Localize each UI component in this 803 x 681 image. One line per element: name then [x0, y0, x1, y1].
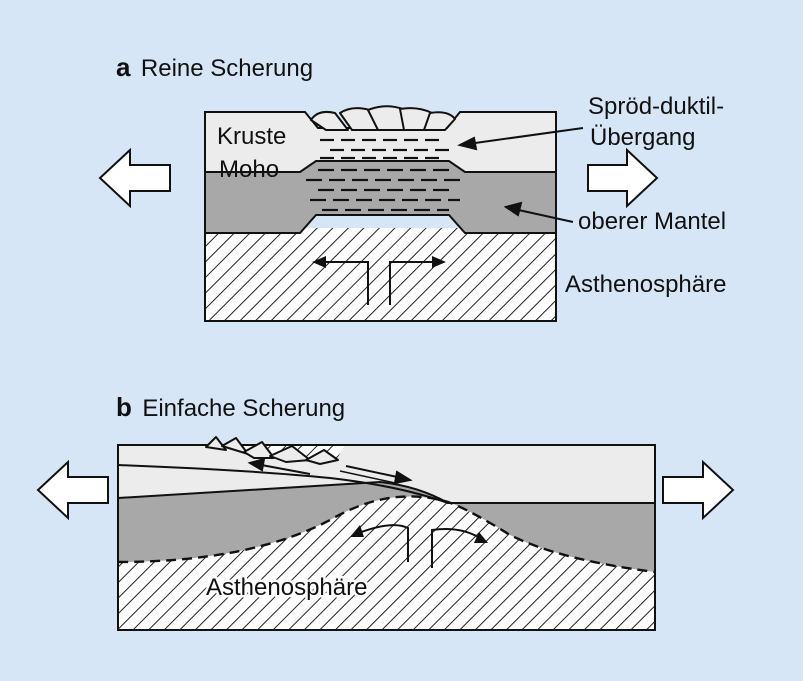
label-oberer-mantel: oberer Mantel [578, 208, 726, 235]
panel-a-right-extension-arrow [587, 147, 659, 209]
panel-a-asthenosphere-region [205, 228, 556, 321]
panel-a-leader-lines [457, 127, 584, 223]
panel-a: a Reine Scherung Kruste Moho Spröd-dukti… [98, 52, 726, 322]
panel-b-shear-arrows [247, 457, 413, 485]
label-asthenosphaere-b: Asthenosphäre [206, 574, 367, 601]
panel-a-mantle-region [205, 161, 556, 233]
panel-b-arrowhead-right [474, 532, 488, 543]
panel-a-crust-dashes [320, 138, 449, 160]
label-kruste: Kruste [217, 123, 286, 150]
panel-b-detachment-fault [117, 464, 449, 504]
panel-b-mantle-region [118, 482, 655, 572]
panel-a-lab-line [205, 214, 556, 234]
panel-a-outline [204, 111, 557, 322]
panel-a-crust-region [205, 112, 556, 172]
panel-b-title: b Einfache Scherung [116, 392, 345, 422]
panel-b-title-text: Einfache Scherung [142, 395, 345, 422]
panel-a-letter: a [116, 52, 131, 82]
panel-b-right-extension-arrow [662, 459, 735, 521]
panel-b-left-extension-arrow [36, 459, 109, 521]
panel-a-fault-blocks [310, 105, 456, 131]
label-asthenosphaere-a: Asthenosphäre [565, 271, 726, 298]
panel-a-upwelling-arrows [318, 261, 440, 305]
panel-a-arrowhead-left [312, 256, 326, 268]
panel-a-title: a Reine Scherung [116, 52, 313, 82]
panel-a-mantle-dashes [306, 168, 460, 212]
panel-a-title-text: Reine Scherung [141, 55, 313, 82]
panel-a-left-extension-arrow [98, 147, 171, 209]
panel-b-arrowhead-left [350, 525, 364, 537]
label-sprod-duktil-line2: Übergang [590, 124, 695, 151]
panel-b: b Einfache Scherung Asthenosphäre [36, 392, 735, 631]
label-moho: Moho [219, 156, 279, 183]
label-sprod-duktil-line1: Spröd-duktil- [588, 93, 724, 120]
panel-b-upwelling-arrows [355, 524, 481, 568]
panel-b-fault-blocks [205, 436, 339, 465]
panel-b-outline [117, 444, 656, 631]
panel-b-letter: b [116, 392, 132, 422]
panel-a-moho-line [205, 160, 556, 173]
panel-b-lab-dashed [117, 495, 656, 574]
panel-a-arrowhead-right [432, 256, 446, 268]
